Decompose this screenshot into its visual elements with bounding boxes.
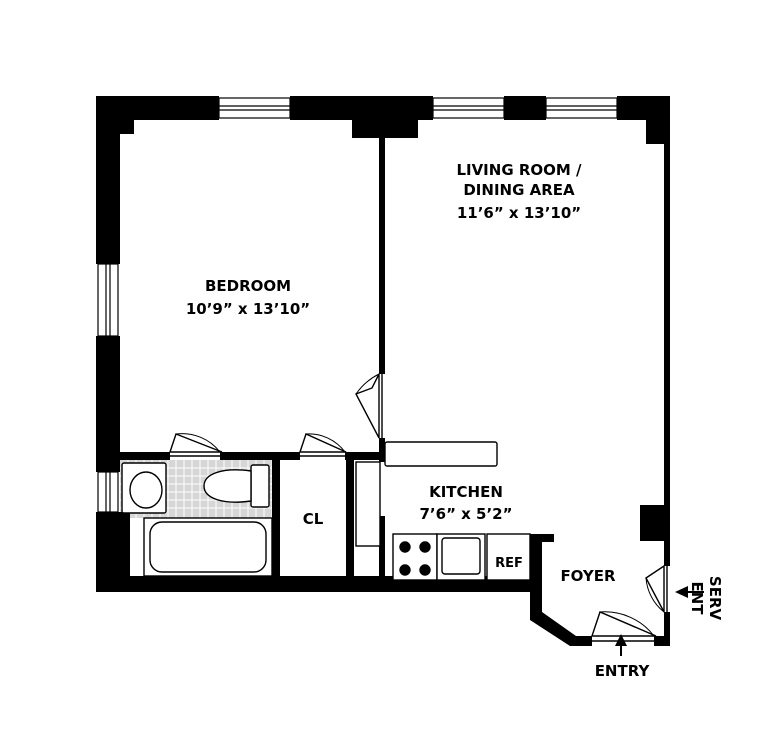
door-closet-bedroom (299, 433, 347, 457)
entry-arrow-icon (615, 634, 627, 656)
living-room-name-1: LIVING ROOM / (456, 161, 582, 179)
kitchen-name: KITCHEN (429, 483, 503, 501)
living-room-dimensions: 11’6” x 13’10” (457, 204, 581, 222)
door-bathroom (169, 433, 223, 457)
service-entrance-label-1: SERV (706, 576, 724, 621)
service-arrow-icon (675, 586, 704, 598)
windows (97, 97, 618, 513)
door-entry (591, 611, 657, 642)
window-left-bedroom (97, 263, 119, 337)
bathtub (143, 517, 273, 577)
room-labels: LIVING ROOM / DINING AREA 11’6” x 13’10”… (186, 161, 724, 680)
window-top-living-2 (545, 97, 618, 119)
window-left-bath (97, 471, 119, 513)
kitchen-sink (436, 533, 486, 581)
foyer-label: FOYER (560, 567, 616, 585)
service-entrance-label-2: ENT (688, 581, 706, 615)
bathroom-sink (121, 462, 167, 514)
living-room-name-2: DINING AREA (463, 181, 575, 199)
fixtures (121, 441, 531, 581)
bedroom-dimensions: 10’9” x 13’10” (186, 300, 310, 318)
toilet (203, 464, 270, 508)
closet-label: CL (303, 510, 324, 528)
window-top-living-1 (432, 97, 505, 119)
kitchen-counter-peninsula (384, 441, 498, 467)
bedroom-name: BEDROOM (205, 277, 291, 295)
refrigerator-label: REF (495, 556, 523, 571)
door-service-entrance (645, 564, 668, 613)
window-top-bedroom (218, 97, 291, 119)
refrigerator (486, 533, 531, 581)
entry-label: ENTRY (595, 662, 651, 680)
door-bedroom-living (355, 373, 383, 439)
stove (392, 533, 438, 581)
kitchen-partition-stub (355, 461, 381, 547)
doors (169, 373, 668, 642)
walls (96, 96, 670, 646)
kitchen-dimensions: 7’6” x 5’2” (420, 505, 513, 523)
